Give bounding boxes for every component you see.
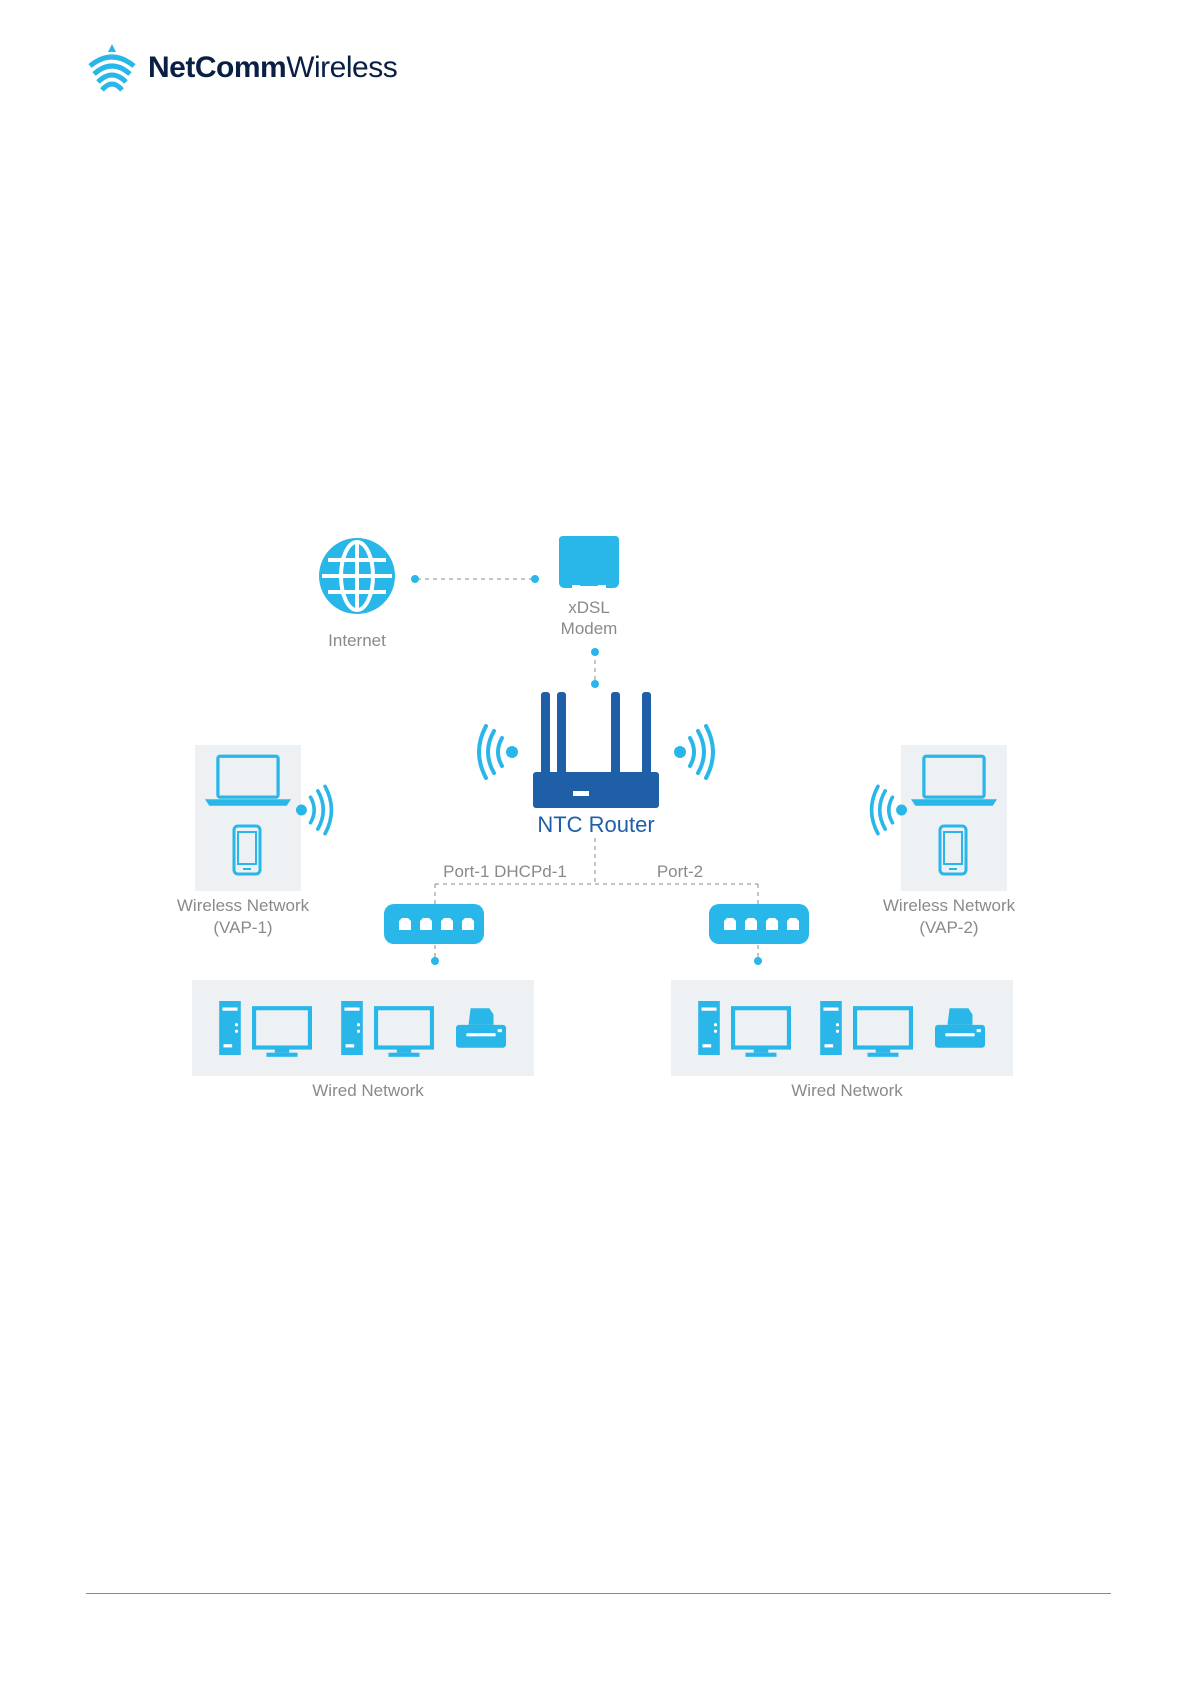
wireless-right-label-line1: Wireless Network (883, 896, 1016, 915)
port1-label: Port-1 DHCPd-1 (443, 862, 567, 881)
computer-tower-icon (698, 1001, 720, 1055)
wireless-left-wifi-icon (296, 786, 331, 833)
internet-label: Internet (328, 631, 386, 650)
router-icon (533, 692, 659, 808)
computer-tower-icon (219, 1001, 241, 1055)
router-wifi-left-icon (479, 726, 518, 778)
wired-left-label: Wired Network (312, 1081, 424, 1100)
router-wifi-right-icon (674, 726, 713, 778)
modem-label-line1: xDSL (568, 598, 610, 617)
computer-tower-icon (820, 1001, 842, 1055)
globe-icon (319, 538, 395, 614)
modem-icon (559, 536, 619, 590)
wireless-left-label-line2: (VAP-1) (213, 918, 272, 937)
router-label: NTC Router (537, 812, 654, 837)
computer-tower-icon (341, 1001, 363, 1055)
port2-label: Port-2 (657, 862, 703, 881)
wired-right-label: Wired Network (791, 1081, 903, 1100)
modem-label-line2: Modem (561, 619, 618, 638)
footer-divider (86, 1593, 1111, 1594)
wireless-right-label-line2: (VAP-2) (919, 918, 978, 937)
switch-right-icon (709, 904, 809, 944)
wireless-left-label-line1: Wireless Network (177, 896, 310, 915)
switch-left-icon (384, 904, 484, 944)
